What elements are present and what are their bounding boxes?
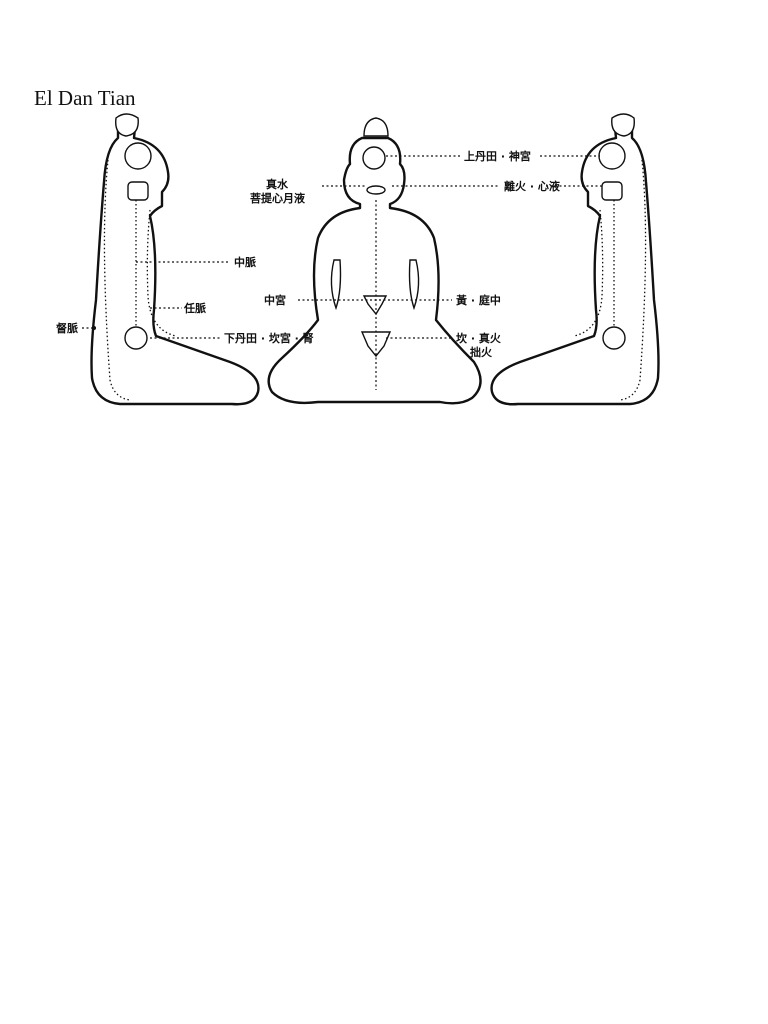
label-middle-palace: 中宮 [264,293,286,307]
label-du-channel: 督脈 [56,321,78,335]
label-upper-dantian: 上丹田 · 神宮 [464,149,531,163]
dantian-diagram: 上丹田 · 神宮 真水 菩提心月液 離火 · 心液 中脈 中宮 黃 · 庭中 任… [56,113,660,406]
label-fierce-fire: 拙火 [470,345,493,359]
left-side-figure [82,113,260,406]
label-bodhi-liquid: 菩提心月液 [250,191,306,205]
label-li-fire: 離火 · 心液 [504,179,561,193]
right-side-figure [490,113,660,406]
label-earth-center: 黃 · 庭中 [455,293,501,307]
label-true-fire: 坎 · 真火 [456,331,502,345]
center-front-figure [267,117,500,405]
label-central-channel: 中脈 [234,255,256,269]
label-lower-dantian: 下丹田 · 坎宮 · 腎 [224,331,314,345]
page-title: El Dan Tian [34,86,136,110]
label-true-water: 真水 [266,177,289,191]
label-ren-channel: 任脈 [183,301,206,315]
